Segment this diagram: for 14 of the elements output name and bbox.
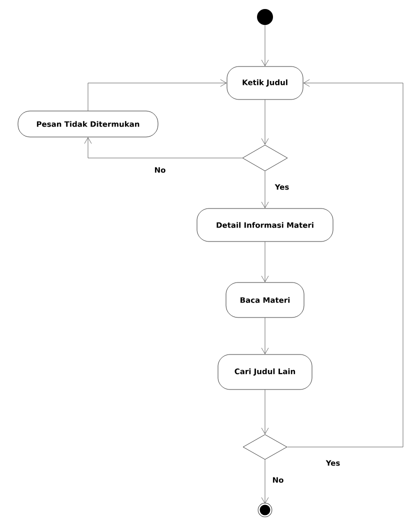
- arrow: [261, 171, 269, 208]
- arrow: [261, 318, 269, 354]
- decision-diamond: [242, 434, 288, 460]
- arrow: [261, 460, 269, 504]
- arrow: [261, 100, 269, 145]
- arrow: [261, 390, 269, 434]
- decision-diamond: [242, 144, 288, 172]
- end-bullseye: [258, 502, 272, 518]
- start-dot: [257, 9, 273, 25]
- arrow: [261, 242, 269, 282]
- arrow: [287, 79, 404, 448]
- arrow: [261, 25, 269, 66]
- arrow: [88, 79, 227, 111]
- arrow: [84, 137, 242, 158]
